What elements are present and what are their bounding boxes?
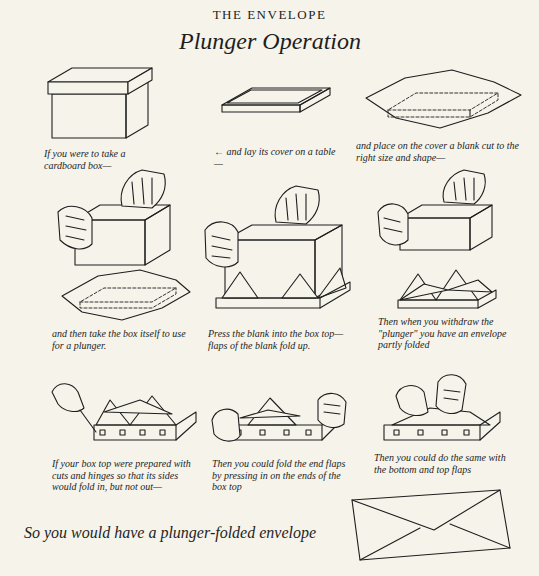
line-art: [282, 274, 318, 298]
line-art: [324, 404, 340, 414]
line-art: [212, 236, 232, 258]
line-art: [52, 94, 126, 138]
line-art: [366, 70, 521, 128]
page-title: THE ENVELOPE: [0, 8, 539, 23]
blank-on-cover: [366, 70, 521, 128]
line-art: [225, 225, 342, 240]
line-art: [300, 88, 330, 112]
line-art: [384, 218, 402, 232]
line-art: [160, 430, 165, 435]
line-art: [398, 290, 496, 308]
line-art: [48, 82, 128, 94]
line-art: [240, 410, 300, 418]
panel-caption: If you were to take a cardboard box—: [44, 148, 164, 171]
hinged-box-top: [52, 384, 196, 440]
partly-folded-envelope: [378, 170, 496, 308]
panel-caption: Then you could fold the end flaps by pre…: [212, 458, 357, 493]
line-art: [443, 170, 485, 204]
panel-caption: Press the blank into the box top— flaps …: [208, 328, 353, 351]
line-art: [319, 298, 320, 308]
line-art: [66, 216, 86, 240]
closing-caption: So you would have a plunger-folded envel…: [24, 524, 344, 542]
line-art: [260, 430, 265, 435]
panel-caption: If your box top were prepared with cuts …: [52, 458, 197, 493]
line-art: [436, 375, 466, 414]
line-art: [464, 430, 469, 435]
line-art: [469, 110, 470, 117]
line-art: [479, 425, 480, 440]
line-art: [448, 280, 492, 292]
line-art: [321, 425, 322, 440]
line-art: [388, 93, 498, 110]
line-art: [360, 528, 420, 560]
line-art: [284, 430, 289, 435]
line-art: [454, 178, 474, 200]
line-art: [128, 68, 152, 94]
line-art: [52, 384, 84, 412]
line-art: [318, 268, 346, 298]
finished-envelope: [352, 490, 510, 560]
line-art: [104, 400, 172, 414]
panel-caption: and then take the box itself to use for …: [52, 328, 187, 351]
line-art: [450, 524, 510, 548]
line-art: [62, 270, 190, 320]
line-art: [121, 170, 165, 208]
line-art: [205, 222, 238, 267]
line-art: [400, 205, 492, 218]
panel-caption: and place on the cover a blank cut to th…: [356, 140, 526, 163]
panel-caption: ← and lay its cover on a table—: [214, 146, 339, 169]
line-art: [400, 218, 470, 250]
box-cover: [222, 88, 330, 112]
panel-caption: Then when you withdraw the "plunger" you…: [378, 316, 518, 351]
line-art: [222, 105, 300, 112]
line-art: [140, 430, 145, 435]
line-art: [477, 300, 478, 308]
line-art: [80, 410, 96, 432]
line-art: [418, 430, 423, 435]
line-art: [442, 430, 447, 435]
line-art: [145, 205, 170, 265]
line-art: [175, 425, 176, 440]
line-art: [222, 272, 258, 298]
panel-caption: Then you could do the same with the bott…: [374, 452, 519, 475]
line-art: [318, 393, 346, 427]
line-art: [222, 88, 330, 105]
line-art: [286, 194, 306, 220]
line-art: [132, 178, 152, 204]
line-art: [352, 490, 500, 530]
line-art: [394, 430, 399, 435]
pressing-box: [205, 186, 350, 308]
line-art: [378, 204, 408, 245]
box-plunger: [58, 170, 190, 320]
line-art: [396, 386, 428, 416]
line-art: [388, 93, 498, 117]
line-art: [212, 409, 240, 441]
line-art: [94, 412, 196, 440]
line-art: [444, 390, 460, 400]
folding-end-flaps: [212, 393, 346, 441]
line-art: [120, 430, 125, 435]
line-art: [352, 490, 510, 560]
line-art: [80, 288, 176, 302]
line-art: [306, 430, 311, 435]
cardboard-box: [48, 68, 152, 138]
subtitle: Plunger Operation: [150, 28, 390, 56]
line-art: [384, 412, 500, 440]
line-art: [100, 430, 105, 435]
line-art: [216, 282, 350, 308]
line-art: [400, 284, 448, 300]
line-art: [80, 288, 176, 308]
line-art: [275, 186, 319, 224]
folding-top-flaps: [384, 375, 500, 440]
line-art: [58, 206, 92, 249]
